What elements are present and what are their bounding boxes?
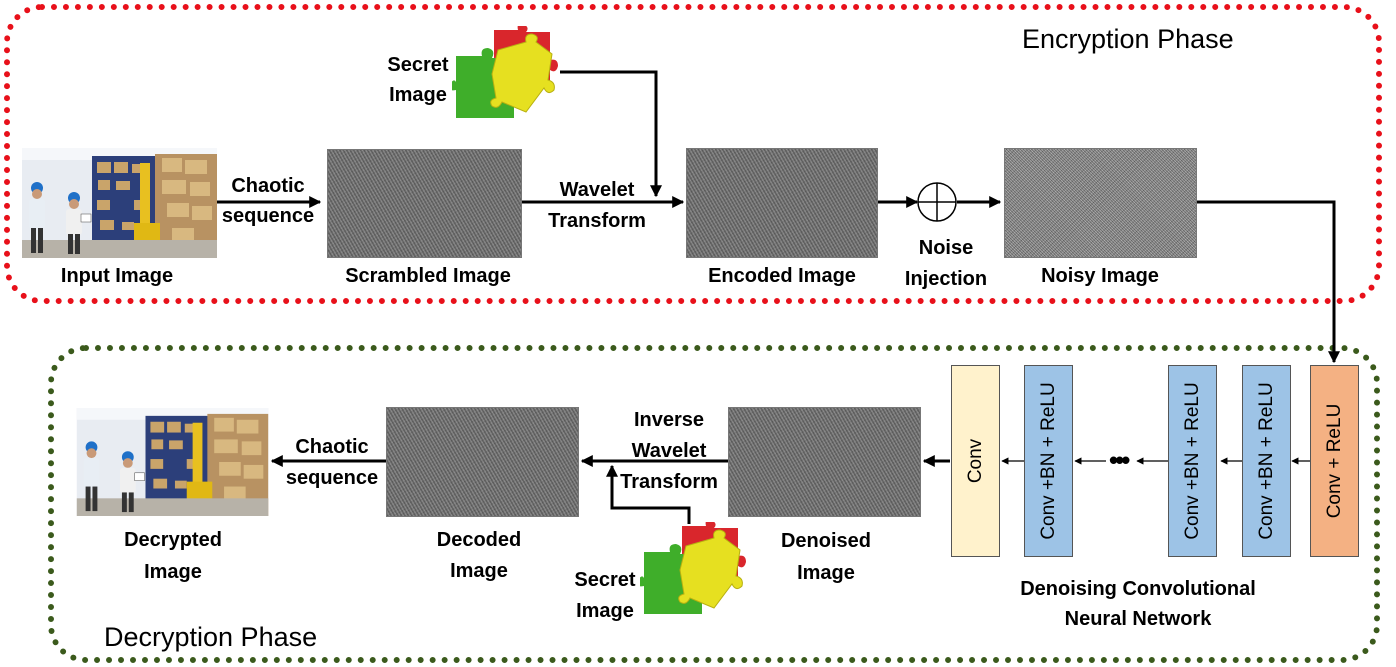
scrambled-image-label: Scrambled Image <box>345 265 511 287</box>
scrambled-image <box>327 149 522 258</box>
encryption-phase-title: Encryption Phase <box>1022 24 1234 54</box>
conv-bn-relu-layer-2: Conv +BN + ReLU <box>1168 365 1217 557</box>
conv-relu-layer-label: Conv + ReLU <box>1323 403 1345 519</box>
conv-bn-relu-layer-3-label: Conv +BN + ReLU <box>1255 382 1277 540</box>
arrow-secret-to-decoded <box>606 464 691 524</box>
wavelet-transform-label: Wavelet Transform <box>548 179 646 232</box>
conv-bn-relu-layer-1: Conv +BN + ReLU <box>1024 365 1073 557</box>
arrow-secret-to-encoded <box>560 70 662 198</box>
encryption-phase-box <box>4 4 1382 304</box>
denoised-image-label: Denoised Image <box>780 530 872 584</box>
inverse-wavelet-transform-label: Inverse Wavelet Transform <box>620 409 718 493</box>
decryption-phase-title: Decryption Phase <box>104 622 318 652</box>
encoded-image <box>686 148 878 258</box>
ellipsis-dots: ••• <box>1109 445 1130 475</box>
input-image-label: Input Image <box>60 265 174 287</box>
conv-bn-relu-layer-2-label: Conv +BN + ReLU <box>1181 382 1203 540</box>
decrypted-image-photo <box>76 408 269 516</box>
dncnn-title: Denoising Convolutional Neural Network <box>1020 578 1256 630</box>
denoised-image <box>728 407 921 517</box>
conv-bn-relu-layer-1-label: Conv +BN + ReLU <box>1037 382 1059 540</box>
noisy-image-label: Noisy Image <box>1041 265 1159 287</box>
conv-bn-relu-layer-3: Conv +BN + ReLU <box>1242 365 1291 557</box>
chaotic-sequence-label-top: Chaotic sequence <box>221 175 315 227</box>
input-image-photo <box>22 148 217 258</box>
puzzle-yellow-piece <box>678 529 743 609</box>
decoded-image-label: Decoded Image <box>436 529 522 582</box>
encoded-image-label: Encoded Image <box>708 265 856 287</box>
puzzle-yellow-piece <box>490 33 555 113</box>
conv-layer: Conv <box>951 365 1000 557</box>
secret-image-label-top: Secret Image <box>387 54 449 106</box>
decryption-phase-box <box>48 345 1380 663</box>
secret-image-label-bottom: Secret Image <box>574 569 636 622</box>
noise-injection-label: Noise Injection <box>904 237 988 290</box>
decrypted-image-label: Decrypted Image <box>124 529 222 583</box>
noisy-image <box>1004 148 1197 258</box>
puzzle-pieces-icon <box>640 522 746 614</box>
arrow-noisy-to-dncnn <box>1197 200 1340 364</box>
conv-layer-label: Conv <box>964 438 986 484</box>
puzzle-pieces-icon <box>452 26 558 118</box>
conv-relu-layer: Conv + ReLU <box>1310 365 1359 557</box>
chaotic-sequence-label-bottom: Chaotic sequence <box>285 436 379 489</box>
circled-plus-icon <box>917 182 957 222</box>
decoded-image <box>386 407 579 517</box>
